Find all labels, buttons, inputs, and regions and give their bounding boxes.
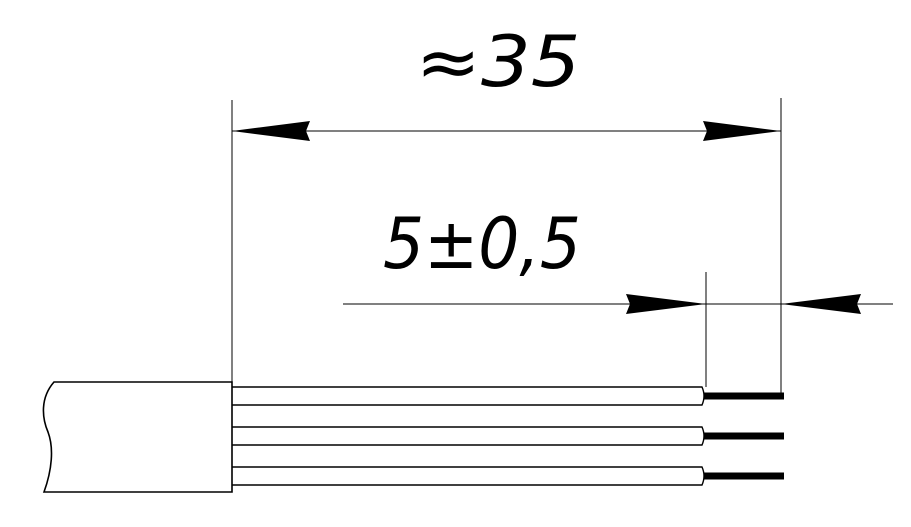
- arrow-right-icon: [703, 121, 781, 141]
- conductor-3: [232, 466, 705, 486]
- conductor-1: [232, 386, 705, 406]
- conductor-2: [232, 426, 705, 446]
- cable-sheath: [42, 381, 233, 493]
- extension-lines: [231, 98, 782, 396]
- arrow-left-icon: [232, 121, 310, 141]
- conductor-group: [232, 386, 705, 486]
- overall-dimension: [232, 121, 781, 141]
- stripped-ends: [704, 392, 784, 480]
- strip-length-label: 5±0,5: [383, 203, 581, 285]
- strip-dimension: [343, 294, 893, 314]
- overall-length-label: ≈35: [416, 21, 581, 103]
- arrow-strip-right-icon: [781, 294, 861, 314]
- arrow-strip-left-icon: [626, 294, 706, 314]
